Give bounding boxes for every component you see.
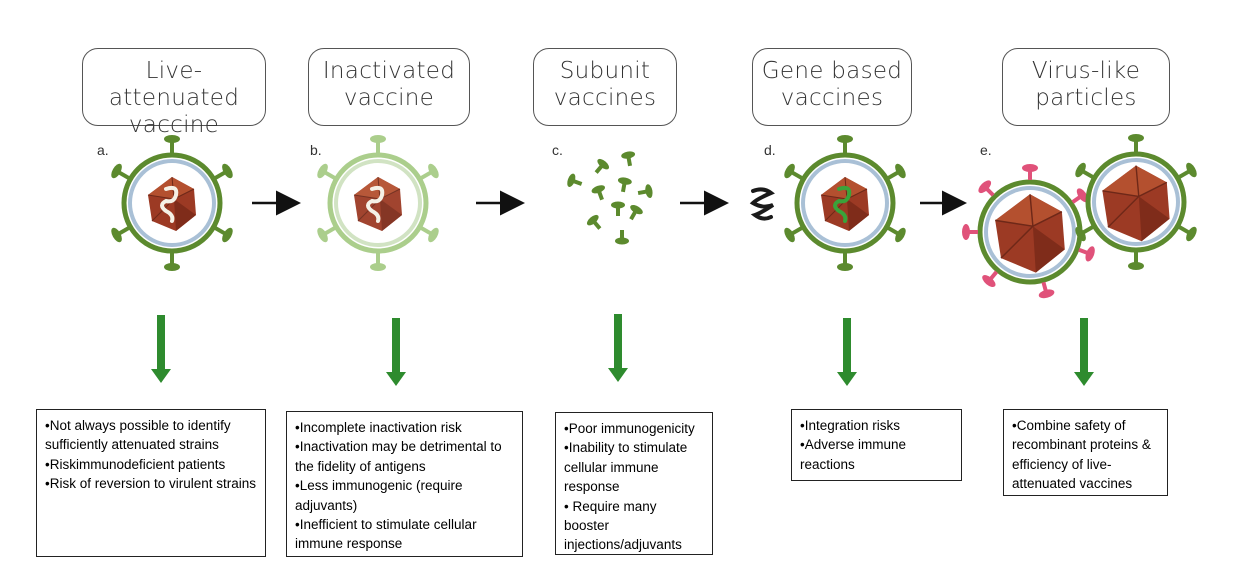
down-arrow-icon <box>151 315 171 383</box>
dna-plasmid-icon <box>749 187 775 221</box>
title-line-1: Live-attenuated <box>108 58 240 111</box>
title-live-attenuated: Live-attenuated vaccine <box>82 48 266 138</box>
panel-letter-a: a. <box>97 142 109 158</box>
title-line-2: vaccine <box>128 112 220 138</box>
live-attenuated-virion-icon <box>109 135 235 271</box>
title-line-2: particles <box>1035 85 1137 111</box>
notes-inactivated: •Incomplete inactivation risk •Inactivat… <box>286 411 523 557</box>
vlp-particle-pink-icon <box>962 164 1095 299</box>
title-line-1: Inactivated <box>322 58 456 84</box>
title-gene-based: Gene based vaccines <box>752 48 912 126</box>
title-subunit: Subunit vaccines <box>533 48 677 126</box>
note-line: •Inefficient to stimulate cellular immun… <box>295 517 477 552</box>
notes-live-attenuated: •Not always possible to identify suffici… <box>36 409 266 557</box>
panel-letter-d: d. <box>764 142 776 158</box>
note-line: •Less immunogenic (require adjuvants) <box>295 478 463 513</box>
note-line: •Integration risks <box>800 418 901 433</box>
title-line-1: Virus-like <box>1031 58 1141 84</box>
note-line: •Incomplete inactivation risk <box>295 420 462 435</box>
down-arrow-icon <box>608 314 628 382</box>
down-arrow-icon <box>1074 318 1094 386</box>
down-arrow-icon <box>386 318 406 386</box>
panel-letter-b: b. <box>310 142 322 158</box>
note-line: •Adverse immune reactions <box>800 437 907 472</box>
note-line: •Poor immunogenicity <box>564 421 695 436</box>
note-line: •Riskimmunodeficient patients <box>45 456 226 472</box>
notes-vlp: •Combine safety of recombinant proteins … <box>1003 409 1168 496</box>
notes-gene-based: •Integration risks •Adverse immune react… <box>791 409 962 481</box>
title-line-2: vaccines <box>553 85 657 111</box>
down-arrow-icon <box>837 318 857 386</box>
note-line: •Inability to stimulate cellular immune … <box>564 440 688 495</box>
vlp-particle-green-icon <box>1073 134 1199 270</box>
note-line: •Inactivation may be detrimental to the … <box>295 439 502 474</box>
gene-based-virion-icon <box>782 135 908 271</box>
panel-letter-c: c. <box>552 142 563 158</box>
note-line: •Risk of reversion to virulent strains <box>45 476 257 492</box>
down-arrows <box>151 314 1094 386</box>
title-vlp: Virus-like particles <box>1002 48 1170 126</box>
inactivated-virion-icon <box>317 135 439 271</box>
panel-letter-e: e. <box>980 142 992 158</box>
note-line: •Combine safety of recombinant proteins … <box>1012 418 1151 492</box>
title-line-2: vaccine <box>343 85 435 111</box>
subunit-proteins-icon <box>565 150 654 245</box>
title-line-2: vaccines <box>780 85 884 111</box>
notes-subunit: •Poor immunogenicity •Inability to stimu… <box>555 412 713 555</box>
note-line: • Require many booster injections/adjuva… <box>564 498 682 553</box>
title-inactivated: Inactivated vaccine <box>308 48 470 126</box>
title-line-1: Subunit <box>559 58 651 84</box>
title-line-1: Gene based <box>761 58 903 84</box>
note-line: •Not always possible to identify suffici… <box>45 418 231 453</box>
